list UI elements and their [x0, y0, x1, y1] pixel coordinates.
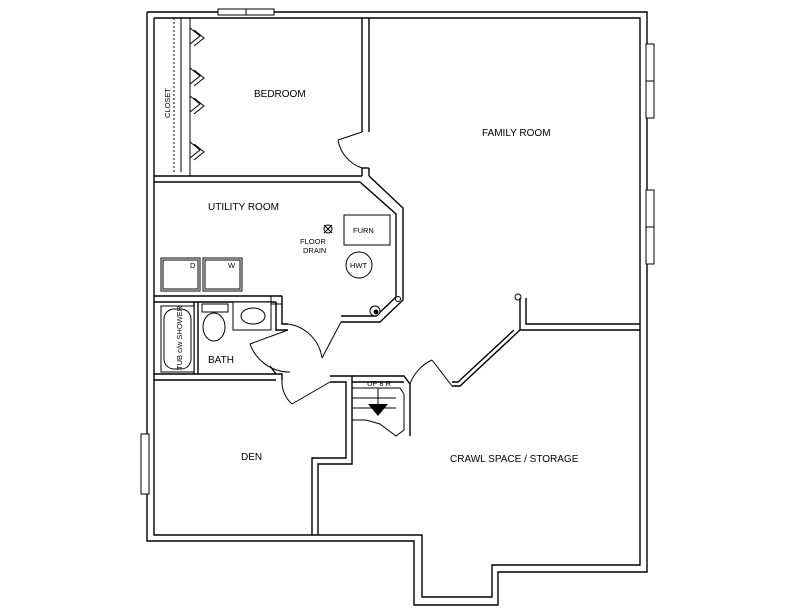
washer-label: W: [228, 261, 236, 270]
bath-label: BATH: [208, 355, 234, 366]
toilet-tank: [201, 303, 229, 313]
room-labels: BEDROOM FAMILY ROOM UTILITY ROOM BATH DE…: [208, 89, 579, 465]
stair-arrow-icon: [368, 404, 388, 416]
floor-drain-icon: [323, 224, 333, 234]
bedroom-label: BEDROOM: [254, 89, 306, 100]
closet: CLOSET: [163, 18, 205, 176]
windows: [140, 8, 655, 495]
tub: [160, 305, 195, 373]
family-room-label: FAMILY ROOM: [482, 128, 551, 139]
dryer-label: D: [190, 261, 196, 270]
floor-drain-label-1: FLOOR: [300, 237, 326, 246]
stairs-label: UP 8 R: [367, 379, 392, 388]
dryer: [160, 257, 201, 292]
doors: [249, 131, 453, 405]
utility-fixtures: FURN HWT FLOOR DRAIN D W: [160, 214, 401, 317]
sink: [240, 307, 266, 325]
stairs: UP 8 R: [352, 379, 405, 437]
tub-label: TUB c/w SHOWER: [175, 305, 184, 370]
closet-label: CLOSET: [163, 88, 172, 118]
den-label: DEN: [241, 452, 262, 463]
washer: [202, 257, 243, 292]
utility-room-label: UTILITY ROOM: [208, 202, 279, 213]
crawl-space-label: CRAWL SPACE / STORAGE: [450, 454, 579, 465]
floor-drain-label-2: DRAIN: [303, 246, 326, 255]
toilet-bowl: [202, 312, 226, 342]
furnace: [343, 214, 391, 246]
interior-walls: [154, 18, 640, 535]
furnace-label: FURN: [353, 226, 374, 235]
sump-icon: [369, 305, 381, 317]
hwt-label: HWT: [350, 261, 367, 270]
hot-water-tank: [345, 251, 373, 279]
bath-fixtures: TUB c/w SHOWER: [160, 295, 283, 373]
